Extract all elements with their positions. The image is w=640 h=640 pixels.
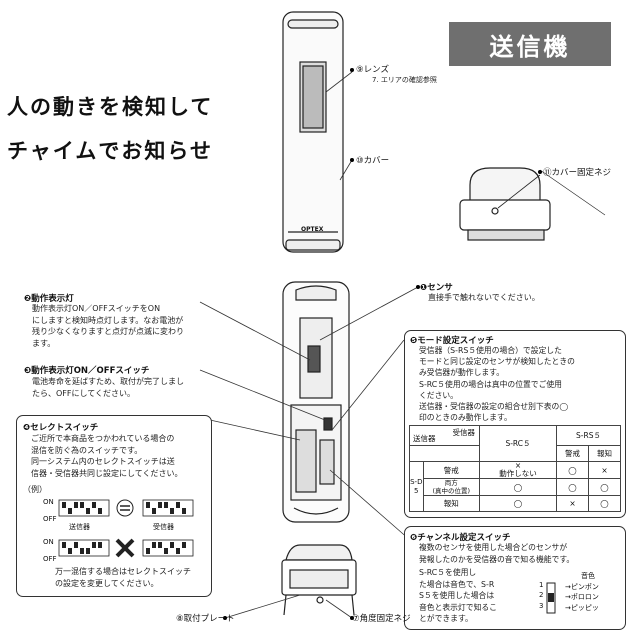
lens-label: ⑨レンズ — [356, 65, 389, 75]
mode-table-corner: 受信器 送信器 — [409, 425, 480, 446]
headline-line-1: 人の動きを検知して — [7, 95, 214, 119]
tone-2: →ポロロン — [565, 593, 599, 601]
mount-plate-view — [281, 544, 357, 616]
side-label: S-D5 — [409, 461, 424, 512]
device-brand: OPTEX — [301, 226, 324, 233]
row-label-1: 両方 (真中の位置) — [422, 478, 481, 496]
row-0-c2: ◯ — [556, 461, 589, 479]
dip-switch-example-match — [58, 499, 194, 517]
channel-switch-text2: S-RC５を使用し た場合は音色で、S-R S５を使用した場合は 音色と表示灯で… — [419, 568, 497, 623]
transmitter-badge: 送信機 — [449, 22, 611, 66]
sensor-title: ❶センサ — [420, 283, 453, 293]
col-srs5: S-RS５ — [556, 425, 621, 446]
row-2-c3: ◯ — [588, 495, 621, 512]
on-label-2: ON — [43, 538, 54, 546]
channel-switch-graphic — [546, 582, 556, 614]
row-1-c3: ◯ — [588, 478, 621, 496]
select-switch-box: ❹セレクトスイッチ ご近所で本商品をつかわれている場合の 混信を防ぐ為のスイッチ… — [16, 415, 212, 597]
channel-switch-text: 複数のセンサを使用した場合どのセンサが 発報したのかを受信器の音で知る機能です。 — [419, 543, 575, 564]
mode-switch-box: ❺モード設定スイッチ 受信器（S-RS５使用の場合）で設定した モードと同じ設定… — [404, 330, 626, 518]
on-label: ON — [43, 498, 54, 506]
tone-1: →ピンポン — [565, 583, 599, 591]
example-label: （例） — [23, 485, 47, 494]
col-alert: 警戒 — [556, 445, 589, 462]
col-notify: 報知 — [588, 445, 621, 462]
mode-table: 受信器 送信器 S-RC５ S-RS５ 警戒 報知 S-D5 警戒 × 動作しな… — [409, 425, 621, 512]
led-text: 動作表示灯ON／OFFスイッチをON にしますと検知時点灯します。なお電池が 残… — [32, 304, 184, 348]
select-switch-title: ❹セレクトスイッチ — [23, 423, 99, 433]
headline-line-2: チャイムでお知らせ — [7, 139, 213, 163]
row-1-c2: ◯ — [556, 478, 589, 496]
receiver-label: 受信器 — [153, 523, 174, 531]
position-1: 1 — [539, 581, 544, 589]
off-label: OFF — [43, 515, 57, 523]
mode-switch-title: ❺モード設定スイッチ — [410, 336, 494, 346]
transmitter-open-view — [282, 281, 350, 523]
transmitter-front-view — [282, 11, 344, 253]
row-2-c1: ◯ — [479, 495, 557, 512]
sensor-text: 直接手で触れないでください。 — [428, 293, 540, 302]
led-switch-title: ❸動作表示灯ON／OFFスイッチ — [24, 366, 150, 376]
led-title: ❷動作表示灯 — [24, 294, 74, 304]
cover-screw-label: ⑪カバー固定ネジ — [543, 168, 612, 178]
transmitter-label: 送信器 — [69, 523, 90, 531]
header-transmitter: 送信器 — [413, 434, 436, 443]
row-0-c3: × — [588, 461, 621, 479]
position-2: 2 — [539, 591, 544, 599]
angle-screw-label: ⑦角度固定ネジ — [352, 614, 411, 624]
lens-note: 7. エリアの確認参照 — [372, 76, 437, 84]
row-2-c2: × — [556, 495, 589, 512]
led-switch-text: 電池寿命を延ばすため、取付が完了しまし たら、OFFにしてください。 — [32, 377, 184, 398]
mount-plate-label: ⑧取付プレート — [176, 614, 235, 624]
row-1-c1: ◯ — [479, 478, 557, 496]
header-receiver: 受信器 — [452, 428, 476, 437]
channel-switch-box: ❻チャンネル設定スイッチ 複数のセンサを使用した場合どのセンサが 発報したのかを… — [404, 526, 626, 630]
cover-label: ⑩カバー — [356, 156, 390, 166]
mode-switch-text: 受信器（S-RS５使用の場合）で設定した モードと同じ設定のセンサが検知したとき… — [419, 346, 575, 423]
select-switch-footer: 万一混信する場合はセレクトスイッチ の設定を変更してください。 — [55, 567, 191, 588]
off-label-2: OFF — [43, 555, 57, 563]
row-label-0: 警戒 — [422, 461, 481, 479]
tone-3: →ピッピッ — [565, 604, 599, 612]
tone-title: 音色 — [581, 572, 595, 580]
select-switch-text: ご近所で本商品をつかわれている場合の 混信を防ぐ為のスイッチです。 同一システム… — [31, 434, 183, 478]
dip-switch-example-mismatch — [58, 538, 194, 558]
row-label-2: 報知 — [422, 495, 481, 512]
position-3: 3 — [539, 602, 544, 610]
channel-switch-title: ❻チャンネル設定スイッチ — [410, 533, 511, 543]
cover-screw-view — [459, 167, 606, 241]
col-src5: S-RC５ — [479, 425, 557, 462]
row-0-c1: × 動作しない — [479, 461, 557, 479]
